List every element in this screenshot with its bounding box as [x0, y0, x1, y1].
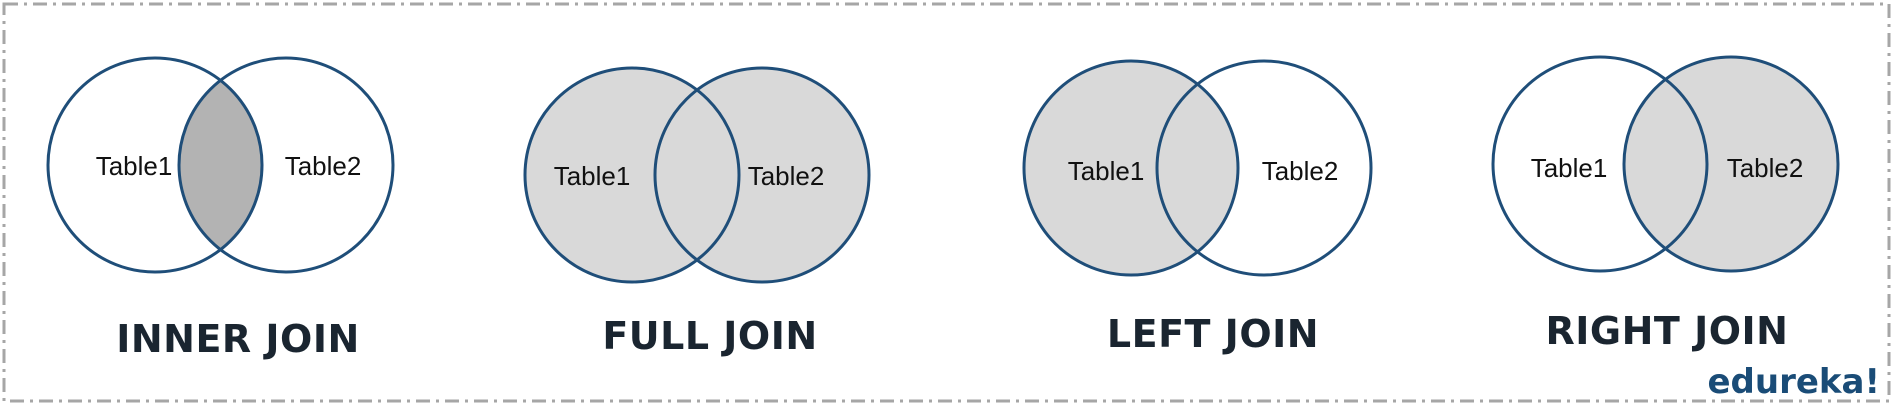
right-join-right-fill — [1624, 57, 1838, 271]
left-join-right-label: Table2 — [1262, 156, 1339, 186]
inner-join-right-label: Table2 — [285, 151, 362, 181]
full-join-right-label: Table2 — [748, 161, 825, 191]
inner-join-right-circle — [177, 56, 395, 274]
full-join-right-circle — [653, 66, 871, 284]
left-join-right-circle — [1155, 59, 1373, 277]
left-join-title: LEFT JOIN — [1107, 312, 1319, 356]
right-join-diagram: Table1 Table2 RIGHT JOIN — [1491, 55, 1840, 353]
right-join-title: RIGHT JOIN — [1546, 309, 1789, 353]
left-join-left-circle — [1022, 59, 1240, 277]
full-join-title: FULL JOIN — [602, 314, 817, 358]
inner-join-title: INNER JOIN — [116, 317, 360, 361]
full-join-diagram: Table1 Table2 FULL JOIN — [523, 66, 871, 358]
inner-join-diagram: Table1 Table2 INNER JOIN — [46, 56, 395, 361]
left-join-left-fill — [1024, 61, 1238, 275]
inner-join-left-label: Table1 — [96, 151, 173, 181]
left-join-diagram: Table1 Table2 LEFT JOIN — [1022, 59, 1373, 356]
right-join-right-label: Table2 — [1727, 153, 1804, 183]
right-join-left-label: Table1 — [1531, 153, 1608, 183]
inner-join-intersection — [179, 58, 262, 272]
full-join-left-circle — [523, 66, 741, 284]
edureka-logo: edureka! — [1708, 362, 1881, 402]
full-join-left-label: Table1 — [554, 161, 631, 191]
right-join-left-circle — [1491, 55, 1709, 273]
inner-join-left-circle — [46, 56, 264, 274]
left-join-left-label: Table1 — [1068, 156, 1145, 186]
right-join-right-circle — [1622, 55, 1840, 273]
full-join-right-fill — [655, 68, 869, 282]
